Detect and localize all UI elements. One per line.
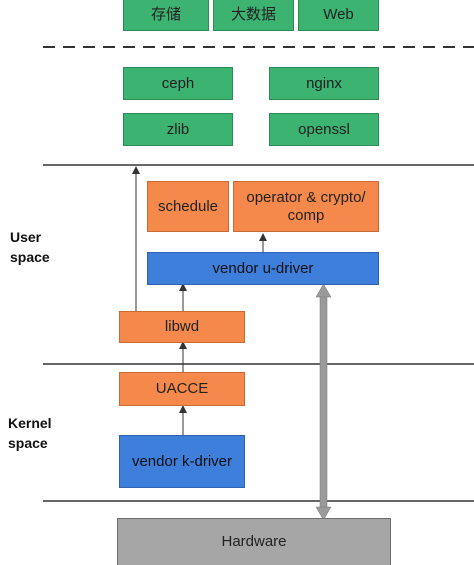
uacce-label: UACCE — [155, 380, 209, 397]
user-space-label-line1: User — [10, 229, 42, 245]
web-label: Web — [323, 6, 354, 23]
openssl-box: openssl — [269, 113, 379, 146]
storage-label: 存储 — [150, 6, 181, 23]
bigdata-box: 大数据 — [213, 0, 294, 31]
vendor-k-driver-label: vendor k-driver — [131, 452, 233, 470]
vendor-k-driver-box: vendor k-driver — [119, 435, 245, 488]
operator-crypto-comp-box: operator & crypto/ comp — [233, 181, 379, 232]
ceph-label: ceph — [161, 74, 195, 92]
vendor-u-driver-label: vendor u-driver — [212, 259, 314, 277]
schedule-label: schedule — [157, 197, 219, 215]
schedule-box: schedule — [147, 181, 229, 232]
ceph-box: ceph — [123, 67, 233, 100]
udriver-hardware-double-arrow — [315, 283, 332, 521]
libwd-label: libwd — [164, 318, 200, 335]
user-space-label-line2: space — [10, 249, 50, 265]
nginx-label: nginx — [306, 74, 342, 92]
operator-label-line1: operator & crypto/ — [246, 188, 366, 206]
openssl-label: openssl — [298, 120, 350, 138]
kernel-space-label-line2: space — [8, 435, 48, 451]
hardware-label: Hardware — [221, 533, 287, 550]
zlib-label: zlib — [166, 120, 190, 138]
nginx-box: nginx — [269, 67, 379, 100]
user-space-label: User space — [10, 227, 50, 267]
vendor-u-driver-box: vendor u-driver — [147, 252, 379, 285]
web-box: Web — [298, 0, 379, 31]
bigdata-label: 大数据 — [230, 6, 276, 23]
zlib-box: zlib — [123, 113, 233, 146]
kernel-space-label: Kernel space — [8, 413, 52, 453]
operator-label-line2: comp — [287, 206, 325, 224]
hardware-box: Hardware — [117, 518, 391, 565]
libwd-box: libwd — [119, 311, 245, 343]
storage-box: 存储 — [123, 0, 209, 31]
uacce-box: UACCE — [119, 372, 245, 406]
kernel-space-label-line1: Kernel — [8, 415, 52, 431]
